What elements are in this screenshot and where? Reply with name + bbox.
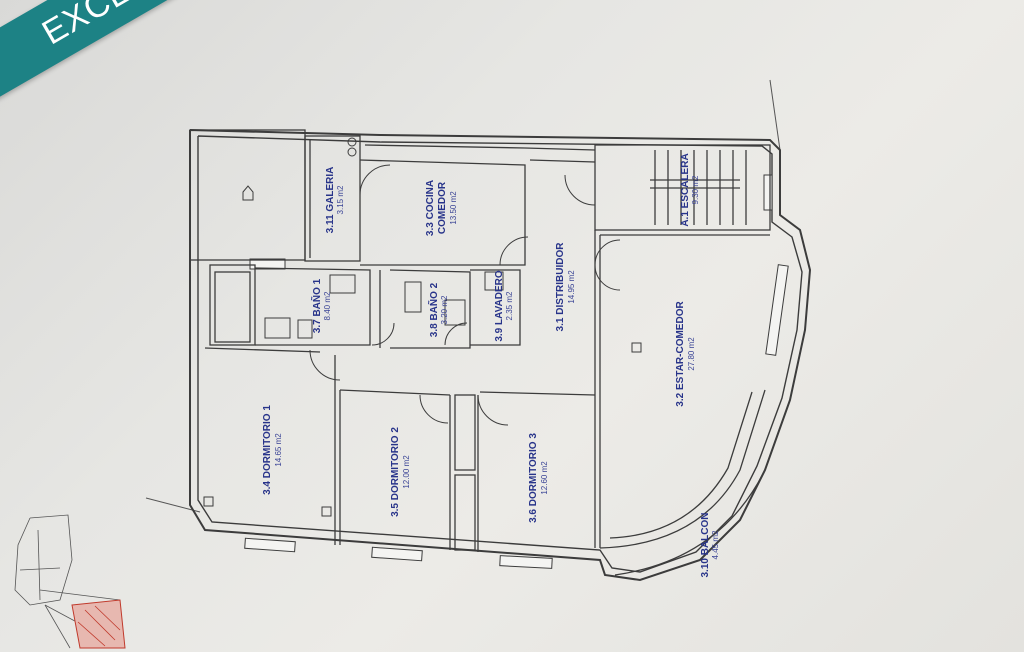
room-name-3.7: 3.7 BAÑO 1 bbox=[310, 278, 323, 333]
room-area-3.10: 4.45 m2 bbox=[711, 530, 720, 559]
room-area-3.2: 27.80 m2 bbox=[687, 337, 696, 371]
room-area-3.1: 14.95 m2 bbox=[567, 270, 576, 304]
room-name-3.3: 3.3 COCINA bbox=[425, 180, 436, 236]
room-area-A.1: 9.30 m2 bbox=[691, 175, 700, 204]
door-swings bbox=[309, 164, 621, 426]
room-area-3.8: 3.20 m2 bbox=[440, 295, 449, 324]
balcony-outline bbox=[599, 389, 766, 576]
room-name-3.8: 3.8 BAÑO 2 bbox=[427, 282, 440, 337]
room-name-3.11: 3.11 GALERIA bbox=[325, 167, 336, 234]
room-name-3.1: 3.1 DISTRIBUIDOR bbox=[555, 242, 566, 332]
room-name-3.6: 3.6 DORMITORIO 3 bbox=[528, 433, 539, 523]
fixtures bbox=[203, 137, 642, 517]
room-area-3.5: 12.00 m2 bbox=[402, 455, 411, 489]
room-name2-3.3: COMEDOR bbox=[437, 181, 448, 234]
room-name-3.2: 3.2 ESTAR-COMEDOR bbox=[675, 301, 686, 407]
room-name-3.10: 3.10 BALCON bbox=[700, 512, 711, 577]
room-area-3.4: 14.65 m2 bbox=[274, 433, 283, 467]
room-area-3.6: 12.60 m2 bbox=[540, 461, 549, 495]
room-name-3.4: 3.4 DORMITORIO 1 bbox=[262, 405, 273, 495]
interior-walls bbox=[189, 129, 771, 552]
room-labels: 3.11 GALERIA 3.15 m2 3.3 COCINA COMEDOR … bbox=[262, 153, 720, 577]
location-minimap bbox=[14, 514, 126, 649]
room-area-3.7: 8.40 m2 bbox=[323, 291, 332, 320]
room-area-3.3: 13.50 m2 bbox=[449, 191, 458, 225]
windows bbox=[244, 174, 789, 569]
room-name-A.1: A.1 ESCALERA bbox=[680, 153, 691, 226]
room-name-3.5: 3.5 DORMITORIO 2 bbox=[390, 427, 401, 517]
site-lines bbox=[145, 79, 781, 513]
room-area-3.11: 3.15 m2 bbox=[336, 185, 345, 214]
exterior-walls bbox=[189, 129, 812, 582]
room-area-3.9: 2.35 m2 bbox=[505, 291, 514, 320]
room-name-3.9: 3.9 LAVADERO bbox=[494, 270, 505, 342]
